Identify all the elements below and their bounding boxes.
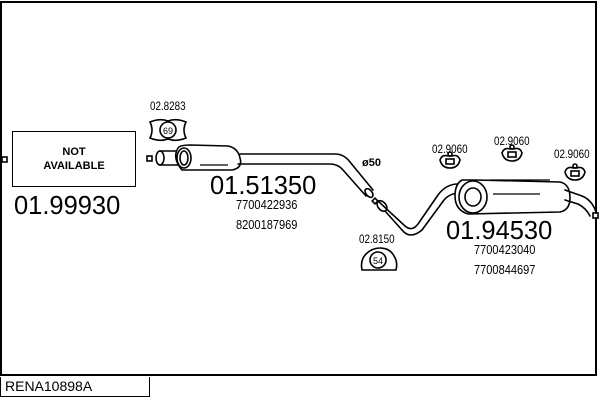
clamp-number-mount-2[interactable]: 02.9060 bbox=[494, 134, 530, 148]
clamp-number-mount-3[interactable]: 02.9060 bbox=[554, 147, 590, 161]
rubber-mount-1-drawing bbox=[439, 151, 461, 169]
oem-number-rear-1: 7700423040 bbox=[474, 242, 536, 257]
oem-number-front-1: 7700422936 bbox=[236, 197, 298, 212]
diagram-reference-label: RENA10898A bbox=[0, 377, 150, 397]
pipe-diameter-label: ø50 bbox=[362, 157, 381, 169]
mid-pipe-drawing bbox=[376, 183, 461, 236]
clamp-number-mid[interactable]: 02.8150 bbox=[359, 232, 395, 246]
rubber-mount-2-drawing bbox=[501, 144, 523, 162]
connector-left-marker bbox=[1, 156, 8, 163]
oem-number-rear-2: 7700844697 bbox=[474, 262, 536, 277]
part-number-not-available[interactable]: 01.99930 bbox=[14, 190, 121, 220]
joint-clamp-marker bbox=[371, 197, 379, 205]
connector-front-marker bbox=[146, 155, 153, 162]
not-available-line2: AVAILABLE bbox=[43, 160, 105, 172]
gasket-front-drawing: 69 bbox=[148, 118, 188, 142]
part-number-front-pipe[interactable]: 01.51350 bbox=[210, 170, 317, 200]
clamp-number-mount-1[interactable]: 02.9060 bbox=[432, 142, 468, 156]
oem-number-front-2: 8200187969 bbox=[236, 217, 298, 232]
not-available-line1: NOT bbox=[62, 146, 86, 158]
clamp-mid-badge: 54 bbox=[373, 256, 383, 266]
part-number-rear-silencer[interactable]: 01.94530 bbox=[446, 215, 553, 245]
clamp-number-gasket-front[interactable]: 02.8283 bbox=[150, 99, 186, 113]
not-available-box: NOT AVAILABLE bbox=[12, 131, 136, 187]
rear-silencer-drawing bbox=[454, 179, 597, 217]
gasket-front-badge: 69 bbox=[163, 126, 173, 136]
rubber-mount-3-drawing bbox=[564, 163, 586, 181]
front-pipe-silencer-drawing bbox=[155, 144, 374, 199]
connector-rear-marker bbox=[592, 212, 599, 219]
diagram-frame bbox=[0, 1, 597, 376]
clamp-mid-drawing: 54 bbox=[360, 247, 398, 271]
